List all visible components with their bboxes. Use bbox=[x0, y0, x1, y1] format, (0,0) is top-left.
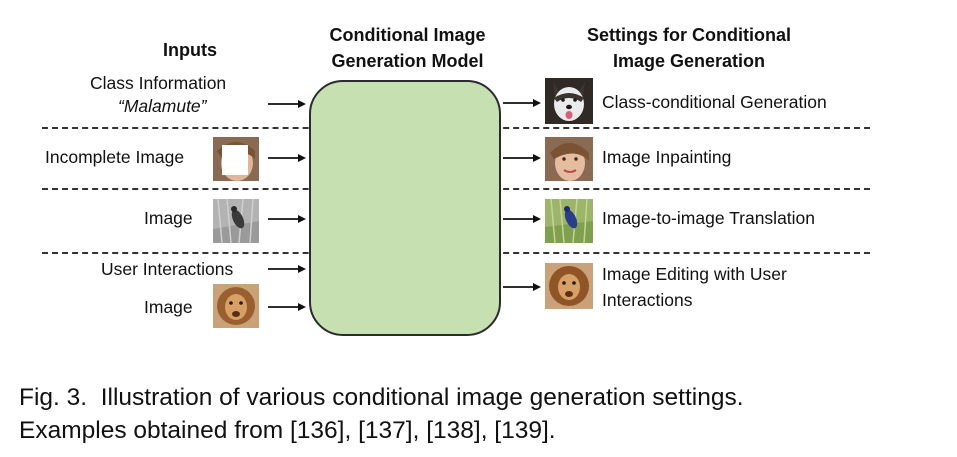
arrow-input-2 bbox=[268, 154, 306, 162]
masked-face-icon bbox=[213, 137, 259, 181]
arrow-input-4 bbox=[268, 265, 306, 273]
color-bird-icon bbox=[545, 199, 593, 243]
incomplete-image-label: Incomplete Image bbox=[45, 147, 185, 167]
class-name-label: “Malamute” bbox=[118, 96, 207, 116]
figure-caption-line1: Fig. 3. Illustration of various conditio… bbox=[19, 384, 744, 411]
lion-input-icon bbox=[213, 284, 259, 328]
image-editing-label-line2: Interactions bbox=[602, 290, 693, 310]
arrow-output-1 bbox=[503, 99, 541, 107]
arrow-output-3 bbox=[503, 215, 541, 223]
model-header: Conditional Image Generation Model bbox=[329, 25, 486, 71]
image-inpainting-label: Image Inpainting bbox=[602, 147, 732, 167]
inputs-header: Inputs bbox=[163, 40, 217, 60]
inpainted-face-icon bbox=[545, 137, 593, 181]
figure-caption-line2: Examples obtained from [136], [137], [13… bbox=[19, 417, 556, 444]
user-interactions-label: User Interactions bbox=[101, 259, 234, 279]
class-information-label: Class Information bbox=[90, 73, 227, 93]
arrow-input-3 bbox=[268, 215, 306, 223]
conditional-generation-model-box bbox=[309, 80, 501, 336]
arrow-input-1 bbox=[268, 100, 306, 108]
image-input-label-4: Image bbox=[144, 297, 193, 317]
grayscale-bird-icon bbox=[213, 199, 259, 243]
arrow-output-2 bbox=[503, 154, 541, 162]
image-input-label-3: Image bbox=[144, 208, 193, 228]
image-editing-label-line1: Image Editing with User bbox=[602, 264, 787, 284]
class-conditional-generation-label: Class-conditional Generation bbox=[602, 92, 827, 112]
arrow-input-5 bbox=[268, 303, 306, 311]
settings-header: Settings for Conditional Image Generatio… bbox=[587, 25, 791, 71]
image-to-image-translation-label: Image-to-image Translation bbox=[602, 208, 816, 228]
malamute-dog-icon bbox=[545, 78, 593, 124]
arrow-output-4 bbox=[503, 283, 541, 291]
lion-edited-icon bbox=[545, 263, 593, 309]
